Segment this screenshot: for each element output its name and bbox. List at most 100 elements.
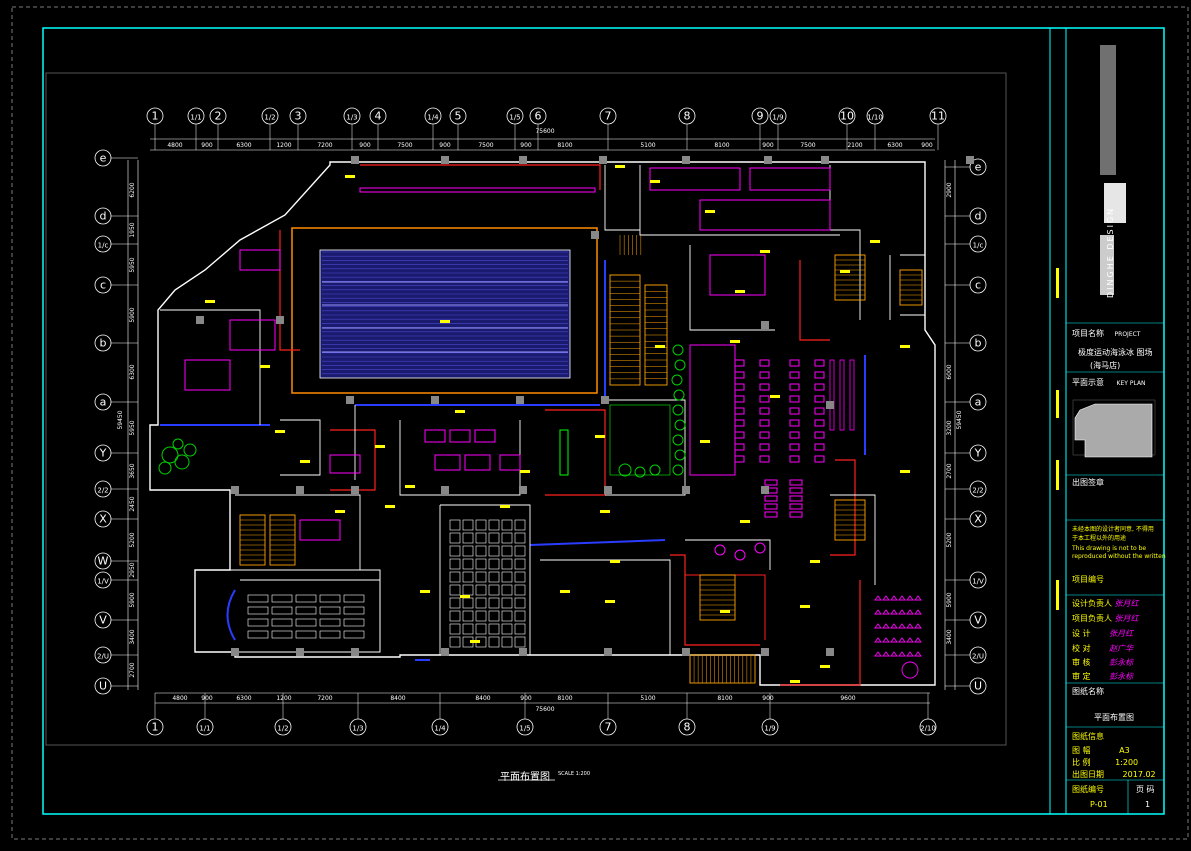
dim-right-4: 5200 bbox=[946, 532, 953, 547]
dim-left-11: 3400 bbox=[129, 629, 136, 644]
dim-left-total: 59450 bbox=[117, 410, 124, 429]
axis-top-7-label: 1/4 bbox=[427, 114, 439, 122]
dim-right-total: 59450 bbox=[956, 410, 963, 429]
dim-left-6: 3650 bbox=[129, 463, 136, 478]
dim-right-5: 5900 bbox=[946, 592, 953, 607]
axis-bottom-9: 2/10 bbox=[919, 718, 937, 736]
axis-left-13: U bbox=[94, 677, 112, 695]
axis-left-11: V bbox=[94, 611, 112, 629]
dim-left-5: 5950 bbox=[129, 420, 136, 435]
axis-left-8: X bbox=[94, 510, 112, 528]
axis-right-10-label: V bbox=[974, 614, 982, 627]
dim-right-3: 2700 bbox=[946, 463, 953, 478]
axis-top-3: 1/2 bbox=[261, 107, 279, 125]
axis-bottom-0: 1 bbox=[146, 718, 164, 736]
page-label: 页 码 bbox=[1136, 785, 1155, 794]
axis-top-4-label: 3 bbox=[295, 110, 302, 123]
axis-bottom-1-label: 1/1 bbox=[199, 725, 210, 733]
dim-bottom-12: 9600 bbox=[840, 695, 855, 702]
issue-date: 出图日期 2017.02 bbox=[1072, 770, 1156, 779]
brand-name: DINGHE DESIGN bbox=[1106, 206, 1115, 298]
axis-right-2-label: 1/c bbox=[973, 242, 984, 250]
axis-top-13: 9 bbox=[751, 107, 769, 125]
dim-top-10: 8100 bbox=[557, 142, 572, 149]
dim-bottom-6: 8400 bbox=[475, 695, 490, 702]
dim-top-total: 75600 bbox=[535, 128, 554, 135]
axis-left-11-label: V bbox=[99, 614, 107, 627]
role-check: 校 对 赵广华 bbox=[1072, 644, 1134, 653]
axis-left-12-label: 2/U bbox=[97, 653, 109, 661]
role-design: 设 计 张月红 bbox=[1072, 629, 1134, 638]
axis-left-5: a bbox=[94, 393, 112, 411]
notice-line-2: 于本工程以外的用途 bbox=[1072, 535, 1127, 542]
axis-left-12: 2/U bbox=[94, 646, 112, 664]
axis-left-4: b bbox=[94, 334, 112, 352]
axis-bottom-1: 1/1 bbox=[196, 718, 214, 736]
dim-right-1: 6000 bbox=[946, 364, 953, 379]
role-approve: 审 定 彭永标 bbox=[1072, 672, 1134, 681]
axis-left-0-label: e bbox=[100, 152, 107, 165]
dim-top-11: 5100 bbox=[640, 142, 655, 149]
axis-right-7: 2/2 bbox=[969, 480, 987, 498]
axis-top-15: 10 bbox=[838, 107, 856, 125]
dim-bottom-total: 75600 bbox=[535, 706, 554, 713]
sheet-border bbox=[11, 6, 1189, 840]
axis-top-11: 7 bbox=[599, 107, 617, 125]
axis-right-8: X bbox=[969, 510, 987, 528]
axis-top-2-label: 2 bbox=[215, 110, 222, 123]
dim-top-9: 900 bbox=[520, 142, 532, 149]
dim-right-6: 3400 bbox=[946, 629, 953, 644]
dim-top-17: 900 bbox=[921, 142, 933, 149]
axis-left-4-label: b bbox=[100, 337, 107, 350]
notice-line-1: 未经本图的设计者同意, 不得用 bbox=[1072, 526, 1154, 533]
dim-bottom-7: 900 bbox=[520, 695, 532, 702]
axis-top-5-label: 1/3 bbox=[346, 114, 357, 122]
notice-line-4: reproduced without the written bbox=[1072, 553, 1166, 560]
notice-line-3: This drawing is not to be bbox=[1072, 545, 1147, 552]
axis-top-16: 1/10 bbox=[866, 107, 884, 125]
project-number-label: 项目编号 bbox=[1072, 575, 1104, 584]
axis-top-14-label: 1/9 bbox=[772, 114, 783, 122]
title-block-strip bbox=[1049, 27, 1067, 815]
axis-top-0: 1 bbox=[146, 107, 164, 125]
axis-right-6: Y bbox=[969, 444, 987, 462]
title-block-frame bbox=[1065, 27, 1165, 815]
dim-top-3: 1200 bbox=[276, 142, 291, 149]
dim-top-5: 900 bbox=[359, 142, 371, 149]
axis-top-9: 1/5 bbox=[506, 107, 524, 125]
axis-left-1-label: d bbox=[100, 210, 107, 223]
axis-bottom-9-label: 2/10 bbox=[920, 725, 936, 733]
axis-bottom-2-label: 1/2 bbox=[277, 725, 288, 733]
project-subtitle: (海马店) bbox=[1090, 361, 1121, 370]
axis-top-15-label: 10 bbox=[840, 110, 854, 123]
dim-top-7: 900 bbox=[439, 142, 451, 149]
dim-left-4: 6300 bbox=[129, 364, 136, 379]
axis-bottom-5: 1/5 bbox=[516, 718, 534, 736]
drawing-name-label: 图纸名称 bbox=[1072, 687, 1104, 696]
dim-top-12: 8100 bbox=[714, 142, 729, 149]
axis-bottom-6: 7 bbox=[599, 718, 617, 736]
axis-top-12-label: 8 bbox=[684, 110, 691, 123]
dim-top-4: 7200 bbox=[317, 142, 332, 149]
dim-bottom-9: 5100 bbox=[640, 695, 655, 702]
axis-top-9-label: 1/5 bbox=[509, 114, 520, 122]
drawing-number-label: 图纸编号 bbox=[1072, 785, 1104, 794]
axis-top-11-label: 7 bbox=[605, 110, 612, 123]
dim-right-0: 2900 bbox=[946, 182, 953, 197]
dim-top-16: 6300 bbox=[887, 142, 902, 149]
key-plan-label: 平面示意 KEY PLAN bbox=[1072, 378, 1146, 387]
dim-top-8: 7500 bbox=[478, 142, 493, 149]
axis-left-0: e bbox=[94, 149, 112, 167]
dim-left-3: 5900 bbox=[129, 307, 136, 322]
axis-top-5: 1/3 bbox=[343, 107, 361, 125]
dim-top-0: 4800 bbox=[167, 142, 182, 149]
dim-bottom-0: 4800 bbox=[172, 695, 187, 702]
axis-bottom-8-label: 1/9 bbox=[764, 725, 775, 733]
axis-right-7-label: 2/2 bbox=[972, 487, 983, 495]
axis-top-6: 4 bbox=[369, 107, 387, 125]
axis-left-6-label: Y bbox=[99, 447, 107, 460]
axis-left-8-label: X bbox=[99, 513, 107, 526]
axis-bottom-4: 1/4 bbox=[431, 718, 449, 736]
axis-right-10: V bbox=[969, 611, 987, 629]
